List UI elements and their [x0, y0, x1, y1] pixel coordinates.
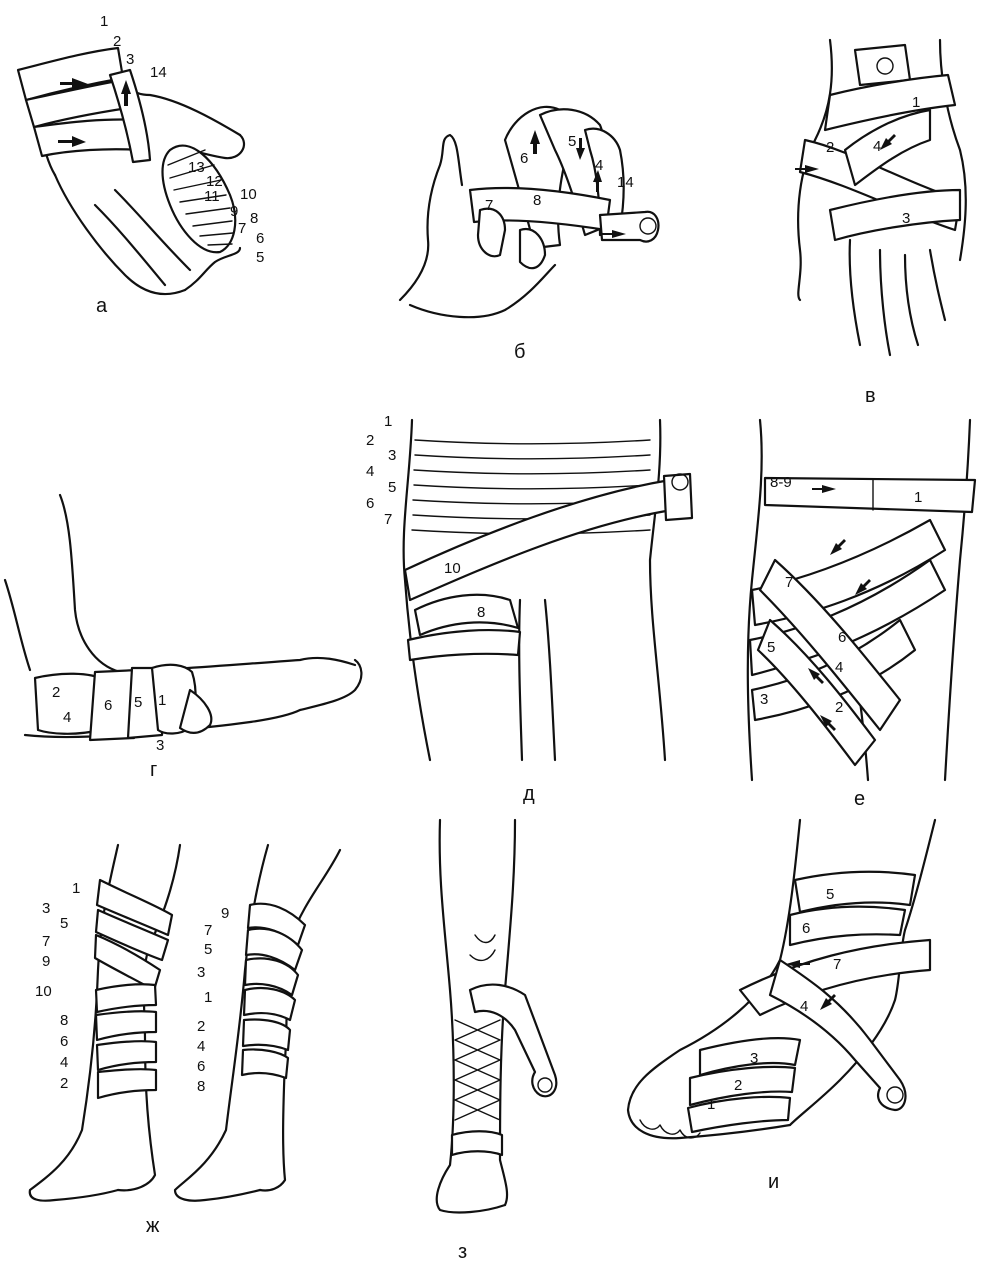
- panel-i-num-5: 5: [826, 886, 834, 903]
- panel-i-num-2: 2: [734, 1077, 742, 1094]
- panel-zh-left-num-3: 3: [42, 900, 50, 917]
- panel-e-num-2: 2: [835, 699, 843, 716]
- panel-zh-left-num-1: 1: [72, 880, 80, 897]
- panel-i-num-4: 4: [800, 998, 808, 1015]
- panel-e-hip-spica-bandage: 8-9 1 7 6 5 4 3 2 е: [748, 420, 975, 810]
- panel-zh-caption: ж: [146, 1215, 160, 1237]
- panel-b-fingers-bandage: 6 5 4 7 8 14 б: [400, 107, 658, 363]
- panel-d-num-2: 2: [366, 432, 374, 449]
- panel-zh-right-num-9: 9: [221, 905, 229, 922]
- panel-d-caption: д: [523, 783, 535, 805]
- panel-i-num-3: 3: [750, 1050, 758, 1067]
- panel-zh-right-num-1: 1: [204, 989, 212, 1006]
- panel-z-shin-spike-bandage: з: [437, 820, 557, 1263]
- panel-g-num-5: 5: [134, 694, 142, 711]
- panel-d-num-4: 4: [366, 463, 374, 480]
- panel-a-num-3: 3: [126, 51, 134, 68]
- panel-e-num-5: 5: [767, 639, 775, 656]
- panel-zh-right-num-8: 8: [197, 1078, 205, 1095]
- panel-v-num-4: 4: [873, 138, 881, 155]
- panel-d-abdomen-spiral-bandage: 1 2 3 4 5 6 7 10 8 д: [366, 413, 692, 805]
- panel-d-torso-drawing: [404, 420, 692, 760]
- panel-g-num-2: 2: [52, 684, 60, 701]
- panel-a-caption: а: [96, 295, 108, 317]
- panel-a-num-7: 7: [238, 220, 246, 237]
- panel-zh-left-num-2: 2: [60, 1075, 68, 1092]
- panel-g-num-3: 3: [156, 737, 164, 754]
- panel-a-num-13: 13: [188, 159, 205, 176]
- panel-zh-left-num-10: 10: [35, 983, 52, 1000]
- panel-zh-left-leg-drawing: [30, 845, 180, 1201]
- panel-d-num-3: 3: [388, 447, 396, 464]
- panel-a-num-8: 8: [250, 210, 258, 227]
- panel-zh-right-num-5: 5: [204, 941, 212, 958]
- panel-zh-right-num-3: 3: [197, 964, 205, 981]
- panel-a-num-11: 11: [204, 188, 220, 205]
- panel-i-ankle-figure-eight-bandage: 5 6 7 4 3 2 1 и: [628, 820, 935, 1193]
- panel-d-num-1: 1: [384, 413, 392, 430]
- panel-zh-knee-bandages: 1 3 5 7 9 10 8 6 4 2 9 7 5 3 1 2 4 6 8 ж: [30, 845, 340, 1237]
- panel-a-num-14: 14: [150, 64, 167, 81]
- panel-i-num-1: 1: [707, 1096, 715, 1113]
- panel-zh-left-num-4: 4: [60, 1054, 68, 1071]
- panel-d-num-6: 6: [366, 495, 374, 512]
- panel-zh-right-num-4: 4: [197, 1038, 205, 1055]
- panel-b-num-14: 14: [617, 174, 634, 191]
- panel-e-num-7: 7: [785, 574, 793, 591]
- panel-a-num-6: 6: [256, 230, 264, 247]
- panel-b-hand-drawing: [400, 107, 658, 317]
- panel-i-foot-drawing: [628, 820, 935, 1138]
- panel-zh-right-num-7: 7: [204, 922, 212, 939]
- panel-i-num-7: 7: [833, 956, 841, 973]
- panel-e-num-1: 1: [914, 489, 922, 506]
- panel-d-num-5: 5: [388, 479, 396, 496]
- panel-a-hand-drawing: [18, 48, 244, 294]
- panel-a-finger-bandage: 1 2 3 14 13 12 11 10 9 8 7 6 5 а: [18, 13, 264, 317]
- panel-b-num-5: 5: [568, 133, 576, 150]
- panel-zh-left-num-7: 7: [42, 933, 50, 950]
- panel-e-caption: е: [854, 788, 865, 810]
- panel-v-wrist-cross-bandage: 1 2 4 3 в: [795, 40, 966, 407]
- panel-g-num-1: 1: [158, 692, 166, 709]
- panel-a-num-1: 1: [100, 13, 108, 30]
- panel-zh-left-num-6: 6: [60, 1033, 68, 1050]
- panel-z-leg-drawing: [437, 820, 557, 1212]
- panel-a-num-9: 9: [230, 203, 238, 220]
- panel-g-elbow-bandage: 2 4 6 5 1 3 г: [5, 495, 361, 781]
- panel-v-caption: в: [865, 385, 876, 407]
- panel-v-num-1: 1: [912, 94, 920, 111]
- panel-g-num-6: 6: [104, 697, 112, 714]
- panel-e-num-3: 3: [760, 691, 768, 708]
- panel-b-num-6: 6: [520, 150, 528, 167]
- panel-e-num-8-9: 8-9: [770, 474, 792, 491]
- panel-b-caption: б: [514, 341, 525, 363]
- panel-zh-right-num-2: 2: [197, 1018, 205, 1035]
- panel-a-num-2: 2: [113, 33, 121, 50]
- panel-e-num-4: 4: [835, 659, 843, 676]
- panel-i-num-6: 6: [802, 920, 810, 937]
- panel-zh-right-num-6: 6: [197, 1058, 205, 1075]
- panel-v-num-2: 2: [826, 139, 834, 156]
- panel-zh-left-num-5: 5: [60, 915, 68, 932]
- panel-d-num-10: 10: [444, 560, 461, 577]
- panel-a-num-10: 10: [240, 186, 257, 203]
- panel-v-num-3: 3: [902, 210, 910, 227]
- panel-zh-left-num-8: 8: [60, 1012, 68, 1029]
- panel-g-caption: г: [150, 759, 157, 781]
- panel-a-num-5: 5: [256, 249, 264, 266]
- panel-zh-left-num-9: 9: [42, 953, 50, 970]
- panel-b-num-4: 4: [595, 157, 603, 174]
- panel-g-arm-drawing: [5, 495, 361, 740]
- panel-v-hand-drawing: [795, 40, 966, 355]
- panel-d-num-8: 8: [477, 604, 485, 621]
- panel-b-num-8: 8: [533, 192, 541, 209]
- panel-e-num-6: 6: [838, 629, 846, 646]
- panel-b-num-7: 7: [485, 197, 493, 214]
- panel-g-num-4: 4: [63, 709, 71, 726]
- panel-z-caption: з: [458, 1241, 467, 1263]
- panel-i-caption: и: [768, 1171, 779, 1193]
- panel-d-num-7: 7: [384, 511, 392, 528]
